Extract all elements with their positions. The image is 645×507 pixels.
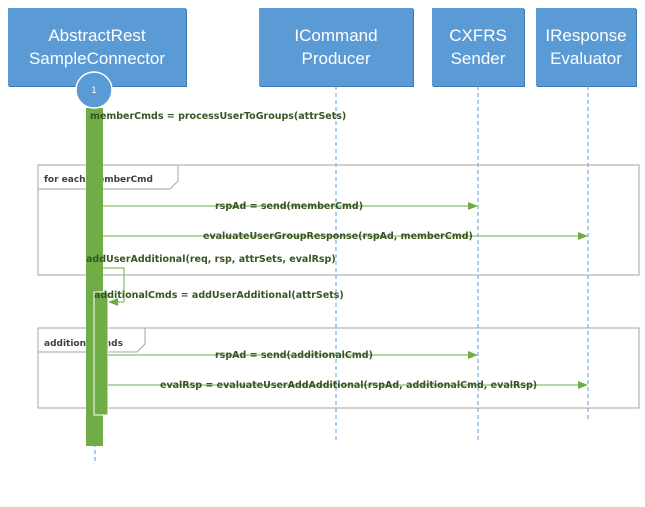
participant-label: IResponse Evaluator xyxy=(545,26,627,68)
participant-iresponse-evaluator: IResponse Evaluator xyxy=(536,8,636,86)
msg-additional-cmds: additionalCmds = addUserAdditional(attrS… xyxy=(94,290,344,301)
step-marker-label: 1 xyxy=(91,85,96,95)
participant-label: AbstractRest SampleConnector xyxy=(28,26,166,68)
activation-bar-nested xyxy=(93,291,109,416)
additional-frame-label: additionalCmds xyxy=(44,339,123,349)
participant-icommand-producer: ICommand Producer xyxy=(259,8,413,86)
msg-evaluate-user-group-response: evaluateUserGroupResponse(rspAd, memberC… xyxy=(203,231,473,242)
additional-frame: additionalCmds xyxy=(37,327,640,409)
msg-evaluate-user-add-additional: evalRsp = evaluateUserAddAdditional(rspA… xyxy=(160,380,537,391)
msg-send-member-cmd: rspAd = send(memberCmd) xyxy=(215,201,363,212)
msg-send-additional-cmd: rspAd = send(additionalCmd) xyxy=(215,350,373,361)
msg-add-user-additional-call: addUserAdditional(req, rsp, attrSets, ev… xyxy=(86,254,336,265)
msg-process-user-to-groups: memberCmds = processUserToGroups(attrSet… xyxy=(90,111,346,122)
arrow-self-call xyxy=(103,267,125,306)
participant-label: ICommand Producer xyxy=(294,26,378,68)
step-marker xyxy=(75,71,113,109)
participant-label: CXFRS Sender xyxy=(449,26,507,68)
participant-cxfrs-sender: CXFRS Sender xyxy=(432,8,524,86)
